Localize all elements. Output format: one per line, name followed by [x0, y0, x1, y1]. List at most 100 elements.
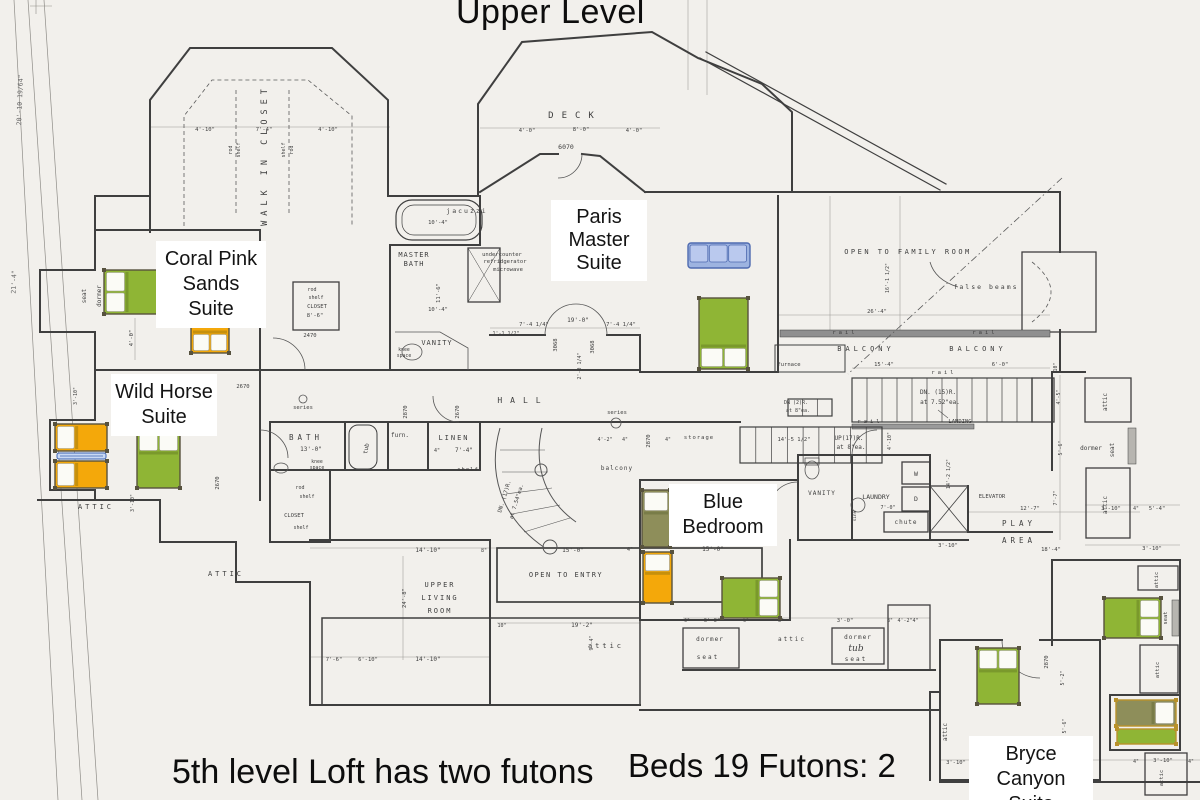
plan-text: 4'-10": [318, 127, 338, 133]
plan-text: 10'-4": [428, 220, 448, 226]
suite-label-line: Suite: [971, 792, 1091, 800]
plan-text: shelf: [457, 467, 479, 473]
plan-text: rod: [307, 287, 316, 293]
green-bed-double-icon: [135, 428, 182, 490]
plan-text: seat: [697, 654, 719, 661]
bunk-rail-icon: [56, 452, 107, 460]
plan-text: at 8"ea.: [786, 408, 810, 414]
plan-text: furnace: [777, 362, 800, 368]
plan-text: 8": [887, 618, 893, 624]
plan-text: PLAY: [1002, 519, 1036, 528]
plan-text: 1'-1 1/2": [492, 331, 519, 337]
green-bed-twin-icon: [1115, 727, 1178, 746]
plan-text: 8": [481, 548, 487, 554]
plan-text: 7'-6": [326, 657, 343, 663]
green-bed-double-icon: [975, 646, 1021, 706]
plan-text: 26'-4": [867, 309, 887, 315]
plan-text: jacuzzi: [446, 207, 487, 215]
plan-text: attic: [1102, 393, 1109, 411]
plan-text: attic: [1155, 662, 1161, 679]
suite-label-line: Suite: [141, 406, 187, 428]
plan-text: HALL: [497, 396, 548, 405]
plan-text: WALK IN CLOSET: [260, 84, 270, 226]
plan-text: 2870: [1044, 655, 1050, 668]
plan-text: ATTIC: [208, 570, 244, 578]
sofa-icon: [687, 242, 751, 269]
plan-text: 4": [1188, 759, 1194, 765]
plan-text: 3068: [590, 340, 596, 353]
orange-bed-twin-icon: [53, 422, 109, 453]
plan-text: false beams: [953, 283, 1018, 291]
suite-label-line: Suite: [576, 252, 622, 274]
plan-text: DN (2)R.: [784, 400, 808, 406]
plan-text: 5'-6": [1058, 440, 1064, 455]
plan-text: 2870: [646, 434, 652, 447]
staircase: [851, 377, 1033, 423]
plan-text: at 7.54"ea.: [509, 483, 525, 520]
plan-text: storage: [684, 435, 714, 441]
plan-text: 20'-10 19/64": [15, 74, 25, 125]
plan-text: 2870: [403, 405, 409, 418]
plan-text: 7'-4": [256, 127, 273, 133]
plan-text: 9'-4": [589, 635, 595, 650]
plan-text: 14'-10": [415, 656, 440, 663]
plan-text: DECK: [548, 111, 602, 121]
plan-text: VANITY: [421, 339, 452, 347]
plan-text: 3'-10": [1153, 758, 1173, 764]
beds-count-note: Beds 19 Futons: 2: [628, 747, 896, 784]
plan-text: tub: [848, 644, 863, 654]
plan-text: refridgerator: [483, 259, 527, 265]
plan-text: 5'-2": [1060, 670, 1066, 685]
plan-text: 6": [743, 618, 749, 624]
plan-text: 7'-4 1/4": [519, 322, 549, 328]
plan-text: shelf: [236, 142, 242, 157]
plan-text: 11'-6": [436, 283, 442, 303]
plan-text: UP(17)R.: [835, 435, 864, 442]
plan-text: shelf: [299, 494, 314, 500]
plan-text: 3'-10": [1142, 546, 1162, 552]
plan-text: dormer: [844, 634, 872, 641]
plan-text: seat: [81, 288, 88, 303]
plan-text: DN. (17)R.: [497, 480, 512, 513]
plan-text: at 7.52"ea.: [920, 399, 960, 406]
plan-text: 4": [622, 437, 628, 443]
plan-text: balcony: [601, 465, 633, 472]
plan-text: 8'-0": [573, 127, 590, 133]
plan-text: chute: [894, 519, 917, 526]
plan-text: 12'-7": [1020, 506, 1040, 512]
plan-text: 4'-0": [519, 128, 536, 134]
plan-text: 19'-0": [567, 317, 589, 324]
plan-text: 15'-0": [702, 546, 724, 553]
plan-text: 24'-8": [402, 588, 408, 608]
plan-text: rod: [228, 145, 234, 154]
dashed-details: [183, 79, 1063, 375]
plan-text: 10'-4": [428, 307, 448, 313]
plan-text: DN. (15)R.: [920, 389, 956, 396]
furniture-layer: [53, 242, 1178, 746]
plan-text: 4": [665, 437, 671, 443]
plan-text: 2470: [303, 333, 316, 339]
plan-text: knee: [398, 347, 410, 353]
plan-text: space: [397, 354, 412, 359]
plan-text: shelf: [281, 142, 287, 157]
plan-text: 5'-4": [1149, 506, 1166, 512]
plan-text: 19'-2": [571, 622, 593, 629]
rail-strips: [779, 329, 1180, 637]
plan-text: VANITY: [808, 490, 836, 497]
plan-text: 4'-10": [195, 127, 215, 133]
plan-text: 14'-5 1/2": [777, 437, 810, 443]
plan-text: series: [293, 405, 313, 411]
orange-bed-twin-icon: [641, 550, 674, 605]
plan-text: 2670: [215, 476, 221, 489]
plan-text: furn.: [391, 432, 409, 439]
plan-text: attic: [1154, 572, 1160, 589]
staircase: [739, 426, 883, 464]
plan-text: ATTIC: [78, 503, 114, 511]
plan-text: 15'-4": [874, 362, 894, 368]
plan-text: rod: [295, 485, 304, 491]
plan-text: 2'-0 1/4": [577, 352, 583, 379]
plan-text: UPPER: [424, 581, 455, 589]
